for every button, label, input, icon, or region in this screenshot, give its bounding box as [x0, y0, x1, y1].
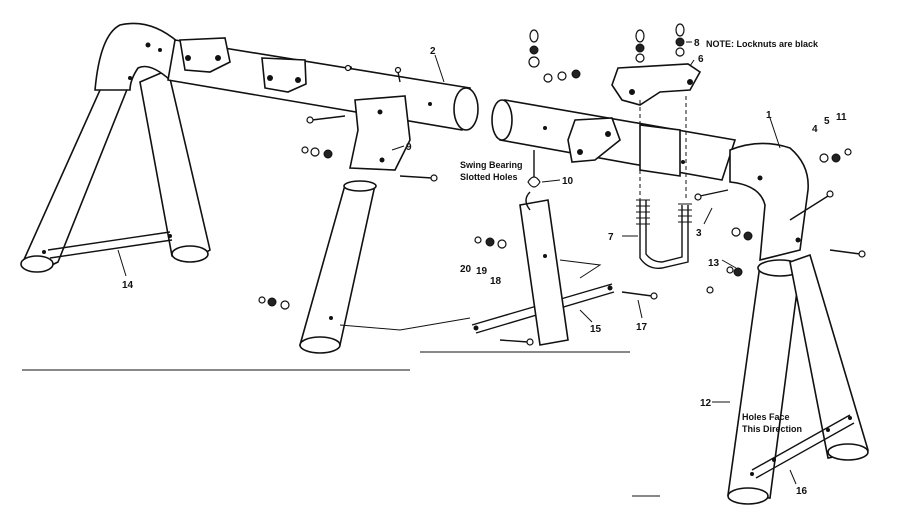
leader-lines	[117, 41, 797, 485]
swing-bearing-note-line2: Slotted Holes	[460, 172, 518, 182]
callout-5: 5	[824, 116, 830, 127]
callout-11: 11	[836, 112, 847, 123]
callout-2: 2	[430, 46, 436, 57]
callout-19: 19	[476, 266, 488, 277]
hanger-bracket	[611, 63, 702, 269]
diagonal-brace	[339, 199, 615, 346]
callout-3: 3	[696, 228, 702, 239]
callout-1: 1	[766, 110, 772, 121]
left-a-frame	[20, 22, 211, 273]
callout-17: 17	[636, 322, 648, 333]
notes: NOTE: Locknuts are black Swing Bearing S…	[460, 39, 819, 434]
top-beam-right	[491, 99, 737, 181]
callout-15: 15	[590, 324, 602, 335]
swing-bearing-note-line1: Swing Bearing	[460, 160, 523, 170]
holes-face-note-line1: Holes Face	[742, 412, 790, 422]
callout-14: 14	[122, 280, 134, 291]
callout-9: 9	[406, 142, 412, 153]
callout-8: 8	[694, 38, 700, 49]
callout-labels: 2 1 3 4 5 6 7 8 9 10 11 12 13 14 15 16 1…	[122, 38, 847, 497]
callout-18: 18	[490, 276, 502, 287]
holes-face-note-line2: This Direction	[742, 424, 802, 434]
callout-4: 4	[812, 124, 818, 135]
callout-13: 13	[708, 258, 720, 269]
callout-20: 20	[460, 264, 472, 275]
hardware	[258, 23, 866, 346]
callout-7: 7	[608, 232, 614, 243]
locknuts-note: NOTE: Locknuts are black	[706, 39, 819, 49]
right-a-frame	[727, 142, 870, 505]
callout-12: 12	[700, 398, 712, 409]
callout-6: 6	[698, 54, 704, 65]
ground-lines	[22, 351, 660, 497]
center-tee-fitting	[298, 95, 411, 354]
callout-16: 16	[796, 486, 808, 497]
callout-10: 10	[562, 176, 574, 187]
